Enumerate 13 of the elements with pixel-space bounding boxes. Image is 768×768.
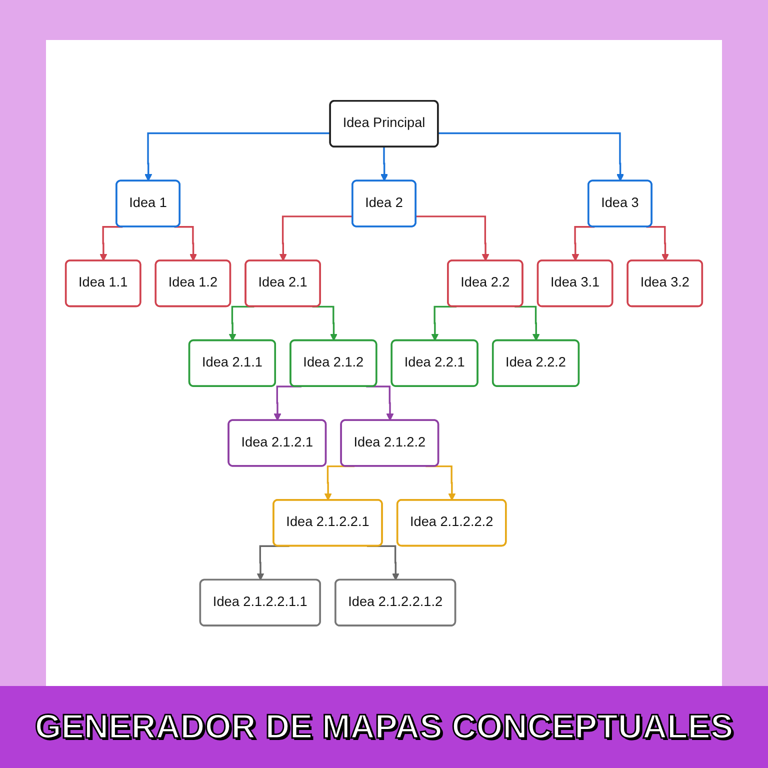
arrow — [174, 226, 198, 262]
arrow — [144, 132, 331, 182]
arrow — [380, 146, 388, 182]
arrow — [100, 226, 123, 262]
arrow — [572, 226, 595, 262]
arrow — [514, 306, 540, 341]
caption: GENERADOR DE MAPAS CONCEPTUALES — [34, 708, 734, 746]
arrow — [438, 132, 624, 182]
arrow — [366, 385, 394, 421]
arrow — [279, 215, 353, 262]
arrow — [646, 226, 669, 262]
arrow — [416, 215, 490, 262]
arrow — [274, 385, 302, 421]
